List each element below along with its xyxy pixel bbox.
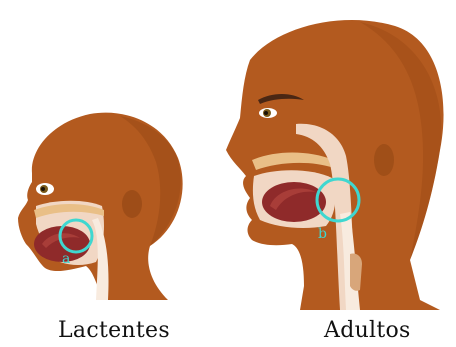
adult-larynx bbox=[350, 253, 362, 290]
caption-adult: Adultos bbox=[324, 318, 411, 343]
adult-ear bbox=[374, 144, 394, 176]
infant-pupil bbox=[41, 187, 45, 191]
adult-head: b bbox=[226, 20, 444, 310]
adult-pupil bbox=[264, 111, 268, 115]
adult-marker-label: b bbox=[318, 226, 327, 242]
caption-infant: Lactentes bbox=[58, 318, 170, 343]
infant-head: a bbox=[18, 113, 183, 300]
infant-ear bbox=[122, 190, 142, 218]
infant-marker-label: a bbox=[62, 251, 70, 267]
